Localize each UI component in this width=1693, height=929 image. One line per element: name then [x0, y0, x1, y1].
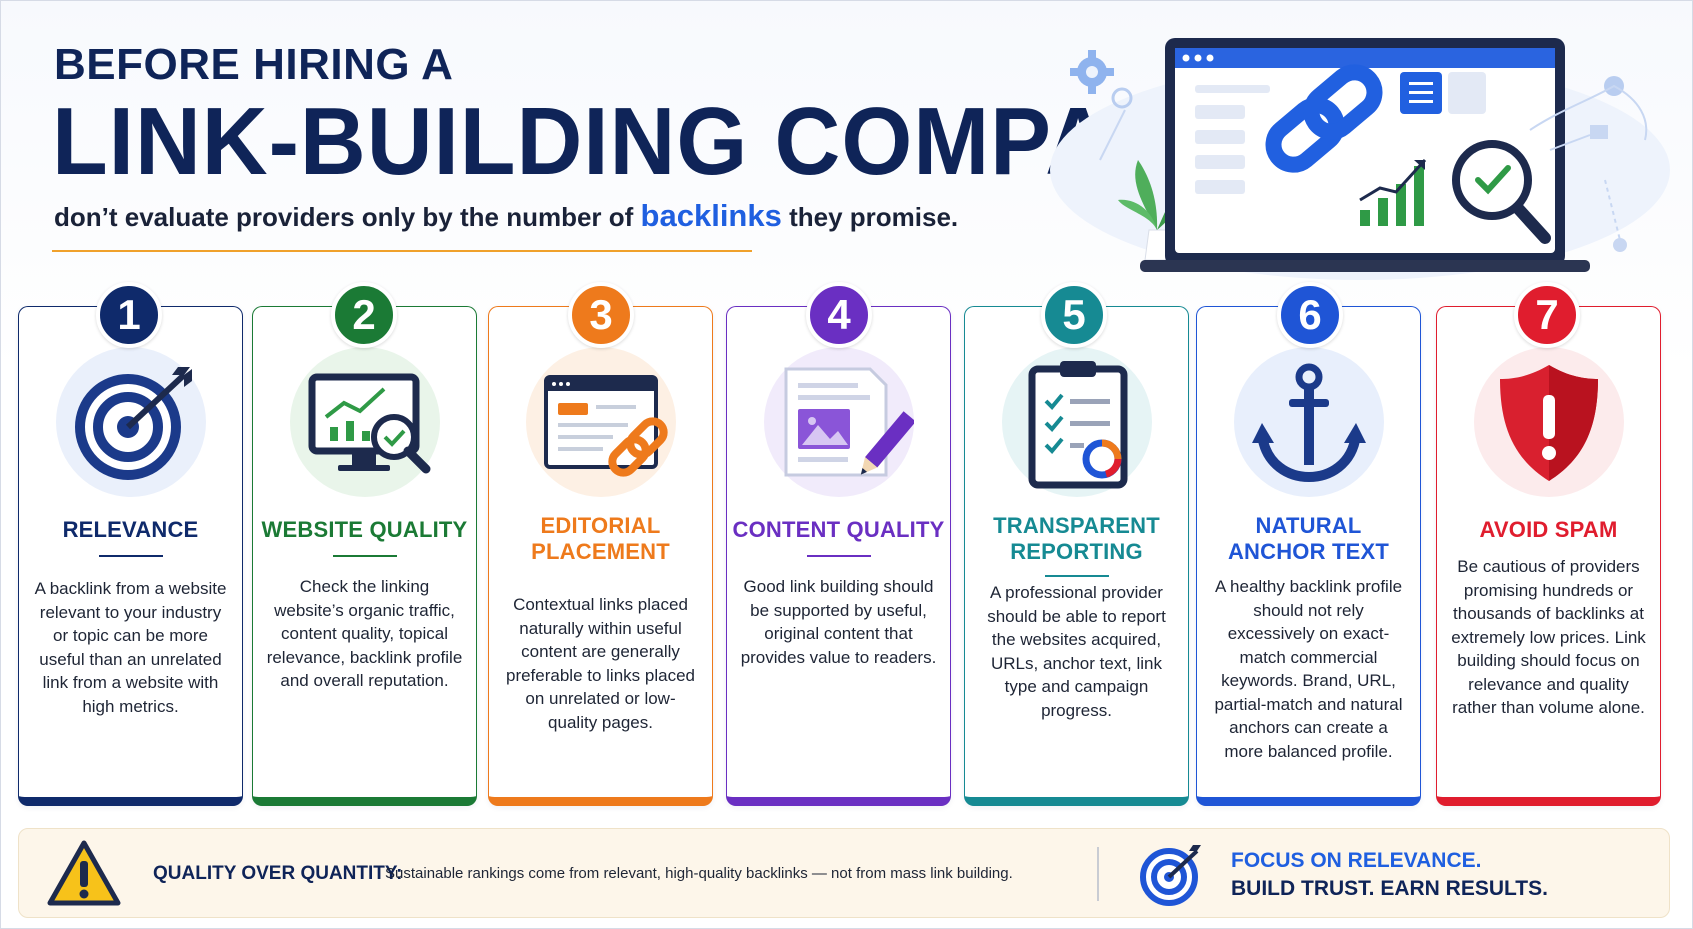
subtitle-accent: backlinks [640, 198, 782, 233]
header-divider [52, 250, 752, 252]
card-content-quality: CONTENT QUALITY Good link building shoul… [726, 306, 951, 806]
card-transparent-reporting: TRANSPARENT REPORTING A professional pro… [964, 306, 1189, 806]
target-icon [1140, 845, 1201, 906]
step-badge-6: 6 [1277, 282, 1343, 348]
warning-icon [47, 840, 121, 906]
chain-link-icon [1265, 64, 1383, 173]
card-description: Good link building should be supported b… [740, 577, 937, 667]
icon-circle [763, 347, 914, 497]
gear-icon [1070, 50, 1114, 94]
step-badge-4: 4 [806, 282, 872, 348]
card-title: CONTENT QUALITY [732, 517, 945, 542]
card-title: EDITORIAL PLACEMENT [489, 513, 712, 566]
card-title-line1: EDITORIAL [540, 513, 661, 538]
target-icon [74, 367, 192, 480]
shield-alert-icon [1499, 365, 1598, 481]
card-description: A professional provider should be able t… [987, 583, 1166, 720]
document-pencil-icon [784, 367, 914, 477]
subtitle-post: they promise. [789, 202, 959, 232]
icon-circle [289, 347, 440, 497]
footer-slogan-line2: BUILD TRUST. EARN RESULTS. [1231, 877, 1548, 900]
icon-circle [55, 347, 206, 497]
icon-circle [1473, 347, 1624, 497]
card-title-line2: PLACEMENT [531, 539, 670, 565]
card-editorial-placement: EDITORIAL PLACEMENT Contextual links pla… [488, 306, 713, 806]
card-title-line2: ANCHOR TEXT [1227, 539, 1390, 565]
card-title-line2: REPORTING [1010, 539, 1143, 565]
clipboard-checklist-icon [1028, 361, 1127, 489]
card-description: Check the linking website’s organic traf… [266, 577, 463, 690]
icon-circle [1233, 347, 1384, 497]
footer-slogan-line1: FOCUS ON RELEVANCE. [1231, 849, 1482, 872]
headline-small: BEFORE HIRING A [54, 40, 454, 89]
card-description: A healthy backlink profile should not re… [1214, 577, 1403, 761]
card-divider [332, 555, 397, 557]
card-title: AVOID SPAM [1479, 517, 1618, 542]
card-description: Be cautious of providers promising hundr… [1451, 557, 1646, 717]
card-website-quality: WEBSITE QUALITY Check the linking websit… [252, 306, 477, 806]
step-badge-5: 5 [1041, 282, 1107, 348]
card-description: Contextual links placed naturally within… [505, 595, 695, 732]
card-relevance: RELEVANCE A backlink from a website rele… [18, 306, 243, 806]
magnifier-check-icon [1452, 140, 1551, 244]
footer-text: Sustainable rankings come from relevant,… [385, 865, 1013, 882]
step-badge-3: 3 [568, 282, 634, 348]
card-title: TRANSPARENT REPORTING [965, 513, 1188, 566]
card-natural-anchor-text: NATURAL ANCHOR TEXT A healthy backlink p… [1196, 306, 1421, 806]
subtitle: don’t evaluate providers only by the num… [54, 198, 958, 234]
step-badge-7: 7 [1514, 282, 1580, 348]
monitor-analytics-icon [308, 373, 430, 474]
card-divider [1044, 575, 1109, 577]
icon-circle [525, 347, 676, 497]
subtitle-pre: don’t evaluate providers only by the num… [54, 202, 634, 232]
card-description: A backlink from a website relevant to yo… [34, 579, 227, 716]
anchor-icon [1251, 363, 1366, 483]
laptop-chain-illustration [1050, 38, 1670, 280]
browser-link-icon [543, 375, 668, 477]
icon-circle [1001, 347, 1152, 497]
card-title: RELEVANCE [62, 517, 199, 542]
card-title: WEBSITE QUALITY [261, 517, 468, 542]
card-divider [98, 555, 163, 557]
footer-divider [1097, 847, 1099, 901]
footer-label: QUALITY OVER QUANTITY: [153, 863, 403, 884]
footer-banner: QUALITY OVER QUANTITY: Sustainable ranki… [18, 828, 1670, 918]
card-title-line1: TRANSPARENT [993, 513, 1160, 538]
card-title-line1: NATURAL [1255, 513, 1362, 538]
card-divider [806, 555, 871, 557]
step-badge-1: 1 [96, 282, 162, 348]
card-avoid-spam: AVOID SPAM Be cautious of providers prom… [1436, 306, 1661, 806]
step-badge-2: 2 [331, 282, 397, 348]
card-title: NATURAL ANCHOR TEXT [1197, 513, 1420, 566]
